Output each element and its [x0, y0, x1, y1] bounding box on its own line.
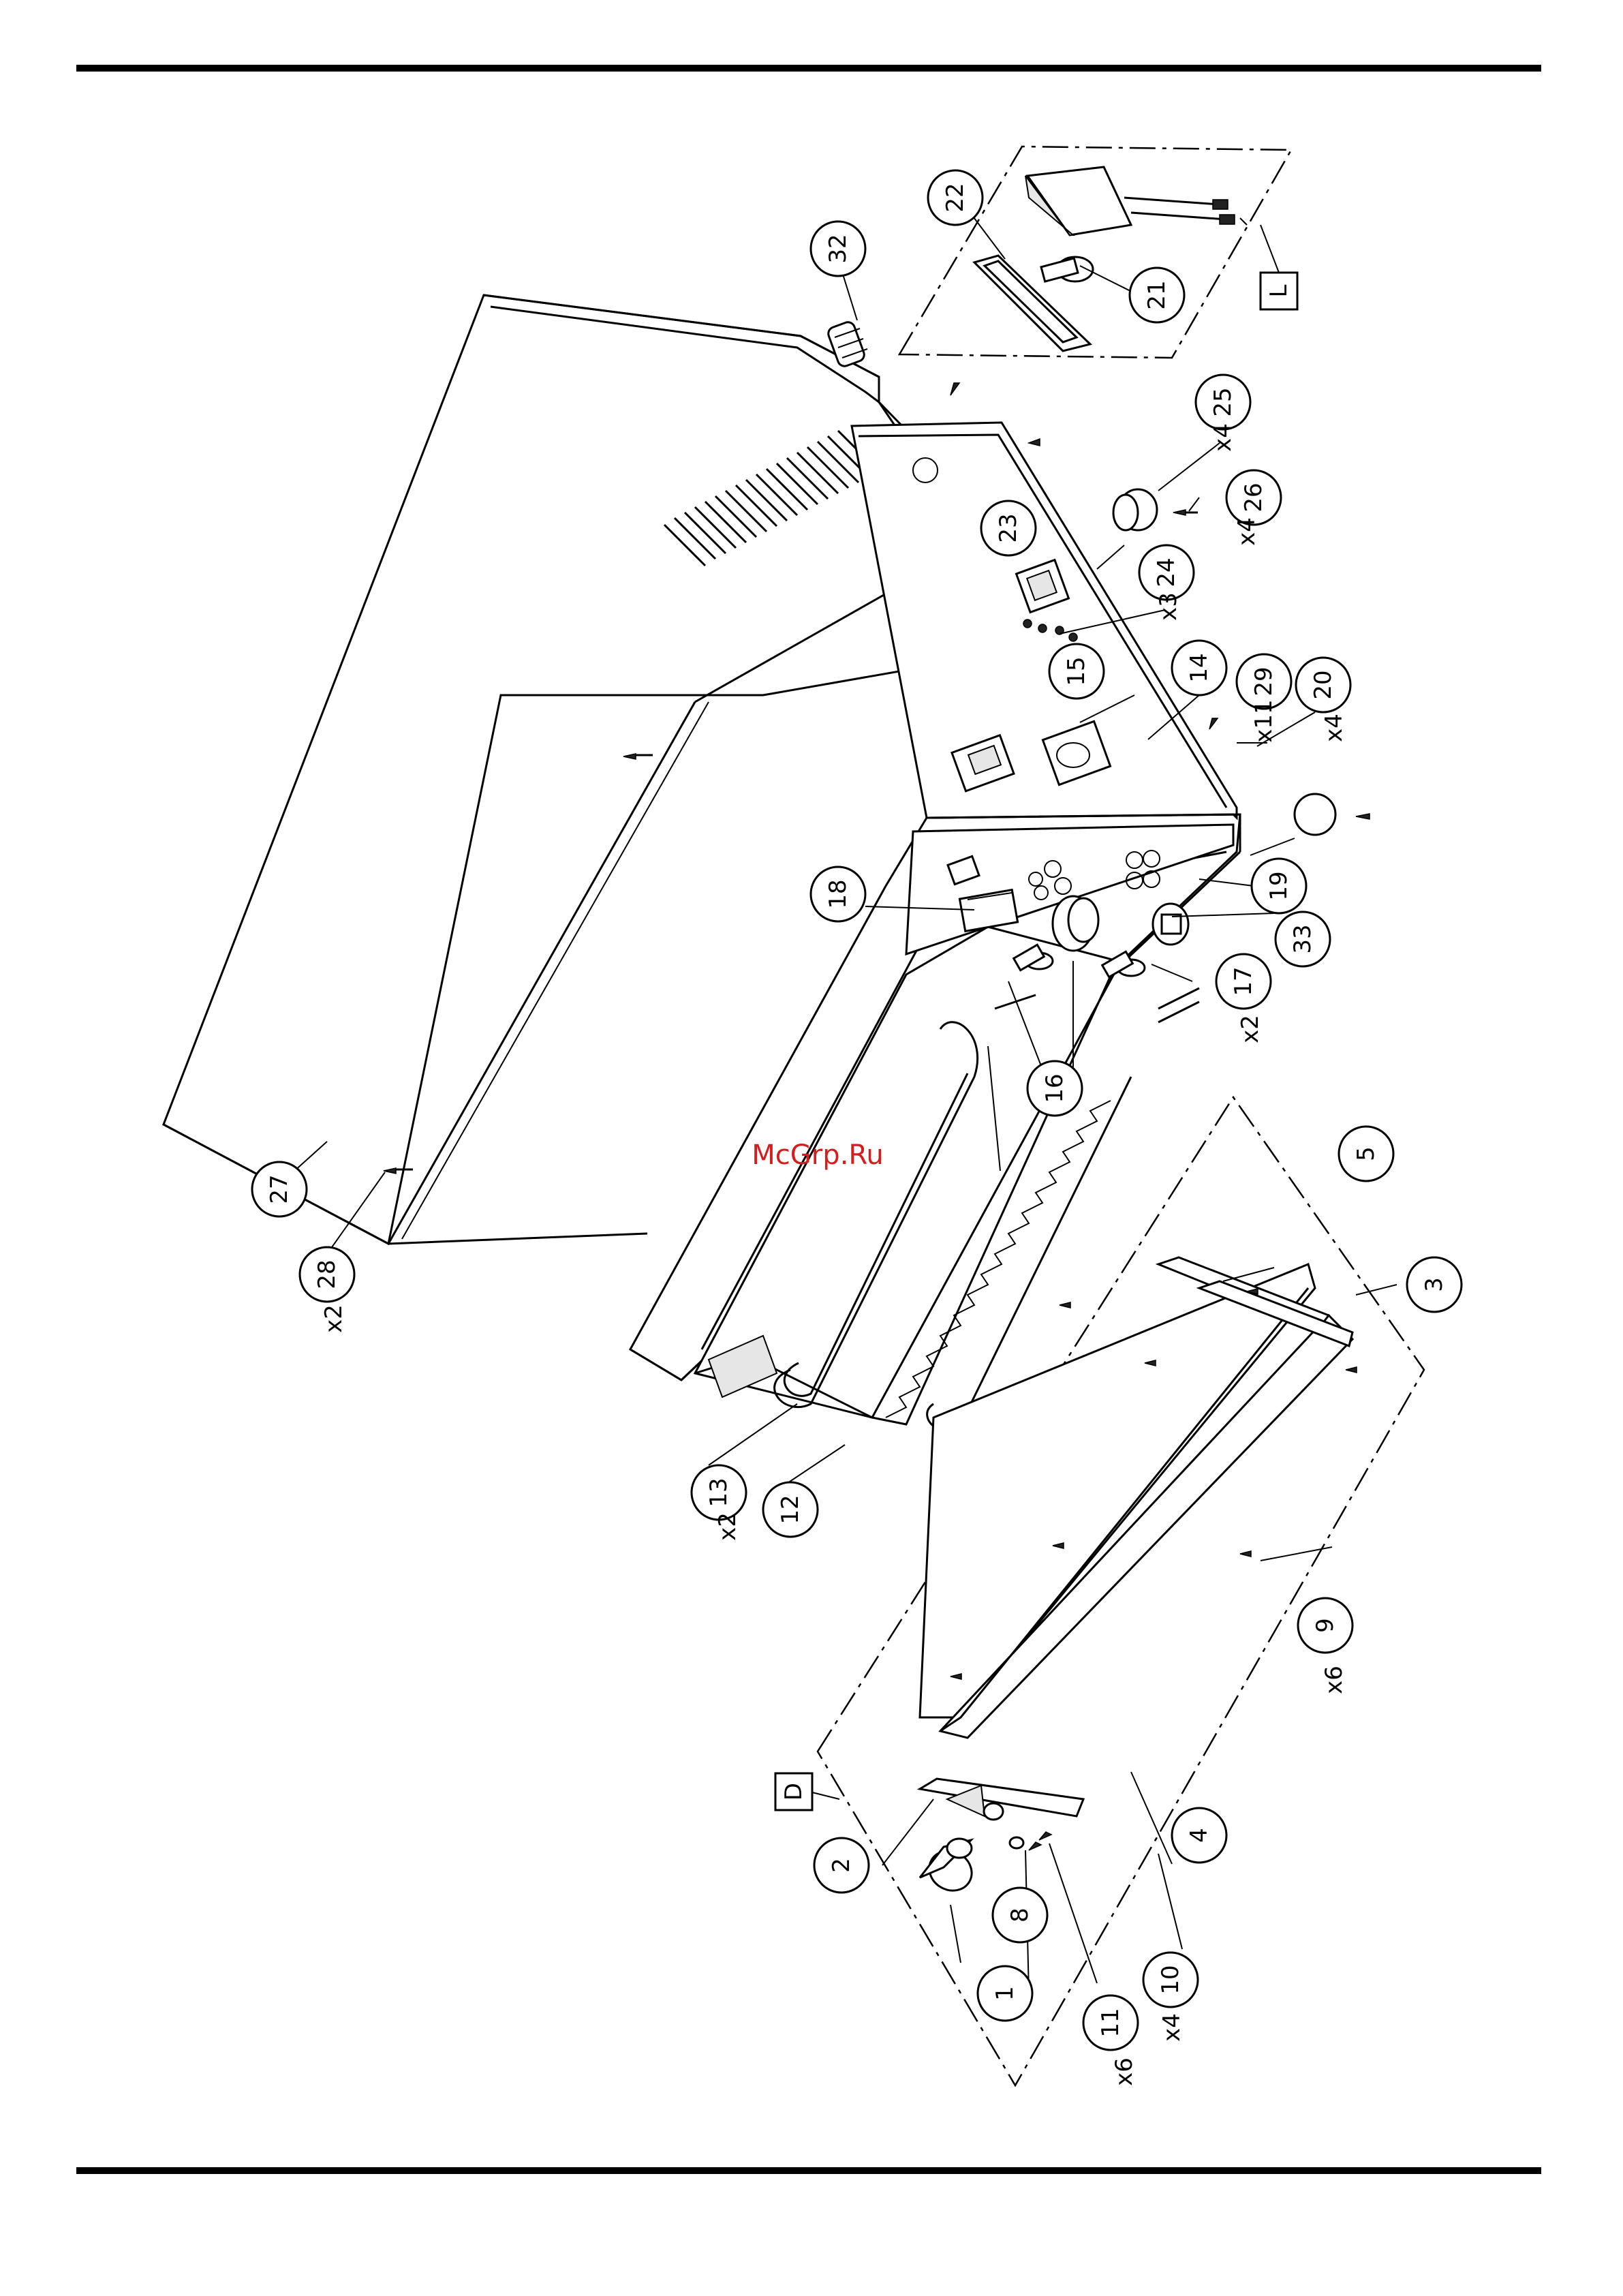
svg-text:23: 23 [995, 513, 1022, 542]
part-callout-26: 26 [1226, 470, 1281, 525]
svg-text:4: 4 [1186, 1828, 1213, 1843]
part-callout-17: 17 [1216, 954, 1271, 1009]
part-callout-23: 23 [981, 501, 1036, 555]
part-callout-16: 16 [1027, 1061, 1082, 1116]
qty-11: x6 [1111, 2057, 1138, 2086]
svg-text:8: 8 [1006, 1908, 1034, 1923]
svg-text:20: 20 [1310, 670, 1337, 699]
qty-9: x6 [1320, 1666, 1348, 1694]
qty-25: x4 [1209, 423, 1237, 452]
svg-text:22: 22 [942, 183, 969, 212]
part-callout-19: 19 [1252, 859, 1306, 913]
detail-tag-d: D [775, 1773, 839, 1810]
svg-text:5: 5 [1352, 1146, 1380, 1161]
part-callout-10: 10 [1143, 1953, 1198, 2007]
part-callout-4: 4 [1172, 1808, 1226, 1863]
qty-29: x11 [1250, 699, 1278, 742]
svg-text:27: 27 [266, 1174, 293, 1204]
part-callout-8: 8 [993, 1888, 1047, 1942]
svg-text:21: 21 [1143, 280, 1171, 309]
svg-text:28: 28 [313, 1259, 341, 1289]
watermark: McGrp.Ru [752, 1139, 883, 1171]
svg-text:29: 29 [1250, 667, 1278, 696]
qty-26: x4 [1233, 517, 1261, 546]
svg-text:14: 14 [1186, 653, 1213, 682]
part-callout-33: 33 [1276, 912, 1330, 966]
svg-text:16: 16 [1041, 1073, 1068, 1103]
qty-12-13: x2 [714, 1512, 741, 1541]
part-callout-21: 21 [1130, 268, 1184, 322]
svg-text:9: 9 [1312, 1618, 1339, 1633]
qty-20: x4 [1320, 714, 1348, 742]
part-callout-12: 12 [763, 1482, 818, 1537]
qty-10: x4 [1158, 2013, 1186, 2042]
svg-text:17: 17 [1230, 966, 1257, 996]
svg-text:L: L [1265, 284, 1293, 297]
svg-text:19: 19 [1265, 871, 1293, 900]
qty-28: x2 [320, 1304, 347, 1333]
svg-text:3: 3 [1421, 1277, 1448, 1292]
part-callout-2: 2 [814, 1838, 869, 1893]
part-callout-1: 1 [978, 1966, 1032, 2021]
svg-text:32: 32 [824, 234, 852, 263]
svg-text:13: 13 [705, 1478, 732, 1507]
svg-text:26: 26 [1240, 483, 1267, 512]
detail-tag-l: L [1261, 225, 1297, 309]
svg-text:15: 15 [1063, 656, 1090, 686]
part-callout-15: 15 [1049, 644, 1104, 699]
svg-text:18: 18 [824, 879, 852, 908]
svg-text:10: 10 [1157, 1965, 1184, 1994]
part-callout-11: 11 [1083, 1995, 1138, 2050]
part-callout-20: 20 [1296, 658, 1350, 712]
svg-text:25: 25 [1209, 387, 1237, 416]
part-callout-25: 25 [1196, 375, 1250, 429]
svg-text:24: 24 [1153, 557, 1180, 587]
qty-16-17: x2 [1237, 1015, 1264, 1043]
svg-text:11: 11 [1097, 2008, 1124, 2037]
part-callout-5: 5 [1339, 1127, 1393, 1181]
svg-text:2: 2 [828, 1858, 855, 1873]
part-callout-9: 9 [1298, 1598, 1352, 1653]
part-callout-13: 13 [692, 1465, 746, 1520]
svg-text:1: 1 [991, 1986, 1019, 2001]
part-callout-28: 28 [300, 1247, 354, 1302]
part-callout-14: 14 [1172, 641, 1226, 695]
svg-text:33: 33 [1289, 924, 1316, 953]
part-callout-3: 3 [1407, 1257, 1462, 1312]
part-callout-18: 18 [811, 867, 865, 921]
svg-text:D: D [780, 1783, 807, 1801]
part-callout-22: 22 [928, 170, 983, 225]
part-callout-32: 32 [811, 221, 865, 276]
part-callout-24: 24 [1139, 545, 1194, 600]
qty-24: x3 [1155, 592, 1182, 621]
svg-text:12: 12 [777, 1495, 804, 1524]
part-callout-27: 27 [252, 1162, 307, 1216]
